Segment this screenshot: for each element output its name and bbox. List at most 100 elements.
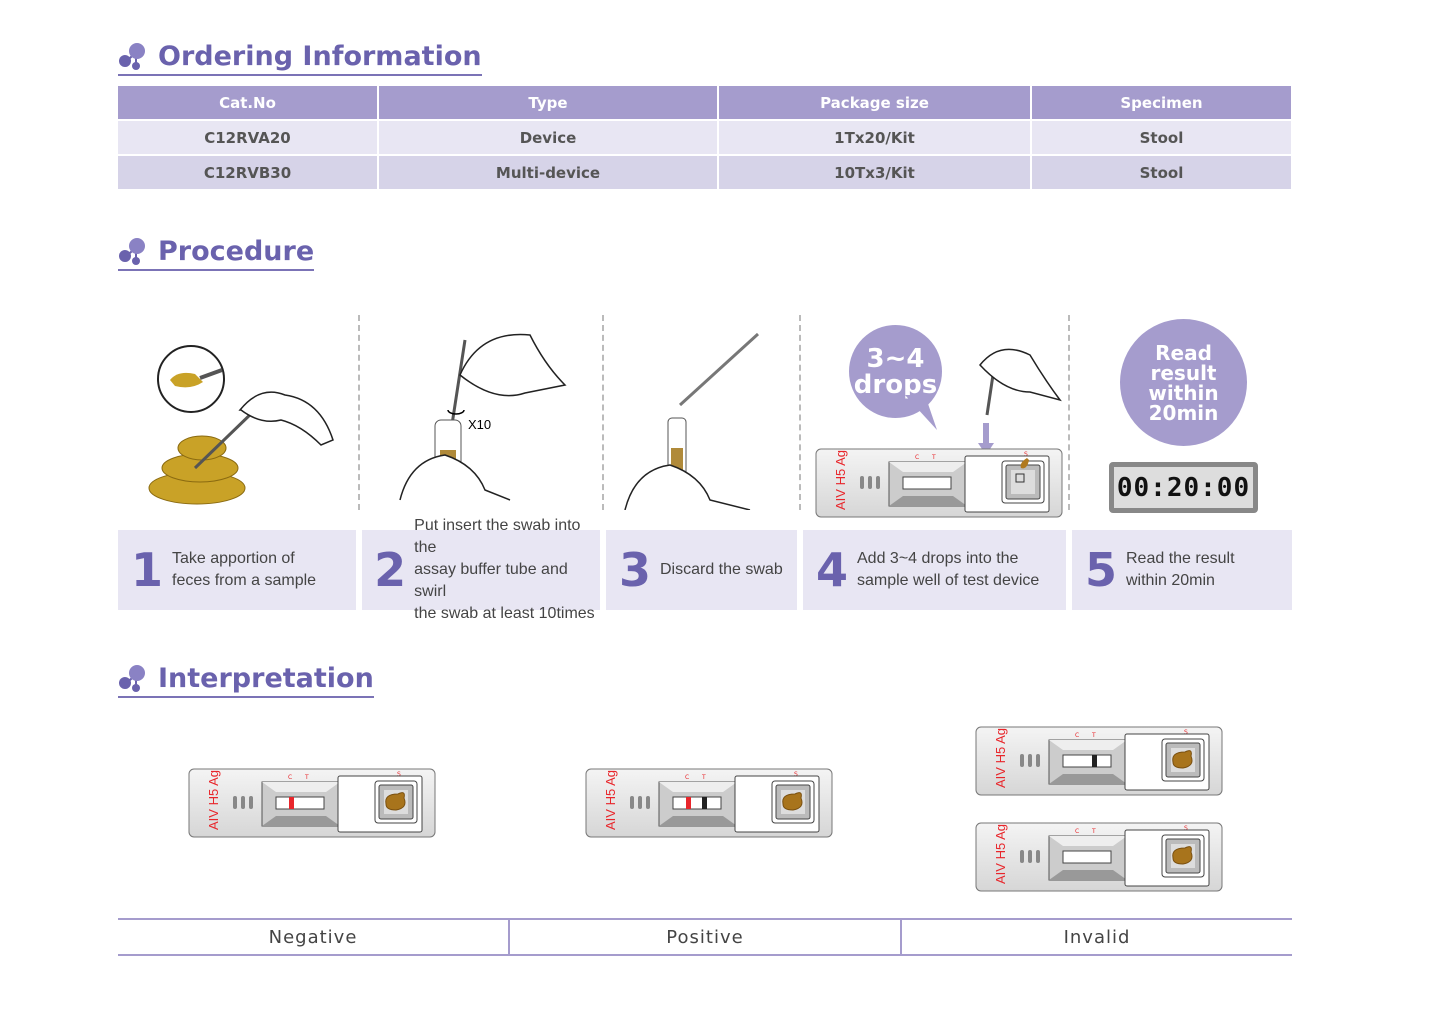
step-text-line: assay buffer tube and swirl <box>414 561 568 600</box>
molecule-icon <box>119 665 145 692</box>
cell-type: Device <box>379 121 717 154</box>
cell-package-size: 10Tx3/Kit <box>719 156 1030 189</box>
table-row: C12RVB30 Multi-device 10Tx3/Kit Stool <box>118 156 1292 189</box>
read-line-3: 20min <box>1148 400 1219 425</box>
step-text-line: within 20min <box>1126 572 1215 589</box>
step-text: Add 3~4 drops into the sample well of tes… <box>857 548 1039 592</box>
result-positive: Positive <box>508 920 900 954</box>
swirl-swab-illustration: X10 <box>399 333 567 501</box>
cell-type: Multi-device <box>379 156 717 189</box>
drops-bubble: 3~4 drops <box>849 325 942 418</box>
test-device-invalid-2: AIV H5 Ag C T S <box>975 822 1223 896</box>
device-label: AIV H5 Ag <box>993 728 1008 788</box>
step-divider <box>1068 315 1070 510</box>
cell-package-size: 1Tx20/Kit <box>719 121 1030 154</box>
device-label: AIV H5 Ag <box>603 770 618 830</box>
cell-specimen: Stool <box>1032 121 1291 154</box>
step-divider <box>799 315 801 510</box>
svg-text:C: C <box>1075 732 1079 739</box>
step-number: 1 <box>130 543 163 597</box>
svg-text:C: C <box>1075 828 1079 835</box>
section-title-text: Ordering Information <box>158 40 482 72</box>
svg-text:S: S <box>1024 451 1028 458</box>
test-device-procedure: AIV H5 Ag C T S <box>815 448 1063 522</box>
step-text-line: Read the result <box>1126 550 1235 567</box>
control-line <box>289 797 294 809</box>
step-text-line: Take apportion of <box>172 550 295 567</box>
sample-drop <box>385 792 406 811</box>
svg-text:S: S <box>1184 825 1188 832</box>
section-title-text: Procedure <box>158 235 315 267</box>
test-line <box>702 797 707 809</box>
discard-swab-illustration <box>624 332 760 510</box>
stool-sampling-illustration <box>148 345 334 505</box>
svg-text:T: T <box>931 454 936 461</box>
device-label: AIV H5 Ag <box>993 824 1008 884</box>
section-title-ordering: Ordering Information <box>118 40 482 76</box>
test-device-invalid-1: AIV H5 Ag C T S <box>975 726 1223 800</box>
cell-cat-no: C12RVB30 <box>118 156 377 189</box>
header-package-size: Package size <box>719 86 1030 119</box>
swirl-count-label: X10 <box>468 417 491 432</box>
svg-text:C: C <box>685 774 689 781</box>
sample-drop <box>782 792 803 811</box>
step-text: Take apportion of feces from a sample <box>172 548 316 592</box>
table-row: C12RVA20 Device 1Tx20/Kit Stool <box>118 121 1292 154</box>
step-number: 5 <box>1084 543 1117 597</box>
read-line-2: within <box>1148 380 1219 405</box>
step-1: 1 Take apportion of feces from a sample <box>118 530 356 610</box>
molecule-icon <box>119 43 145 70</box>
header-specimen: Specimen <box>1032 86 1291 119</box>
svg-text:T: T <box>1091 828 1096 835</box>
timer-text: 00:20:00 <box>1116 472 1251 503</box>
step-text-line: Discard the swab <box>660 561 783 578</box>
table-header-row: Cat.No Type Package size Specimen <box>118 86 1292 119</box>
cell-cat-no: C12RVA20 <box>118 121 377 154</box>
svg-text:S: S <box>794 771 798 778</box>
section-title-text: Interpretation <box>158 662 374 694</box>
step-text: Discard the swab <box>660 559 783 581</box>
sample-drop <box>1172 846 1193 865</box>
svg-text:T: T <box>1091 732 1096 739</box>
step-number: 2 <box>374 543 407 597</box>
svg-text:S: S <box>1184 729 1188 736</box>
header-type: Type <box>379 86 717 119</box>
step-4: 4 Add 3~4 drops into the sample well of te… <box>803 530 1066 610</box>
result-invalid: Invalid <box>900 920 1292 954</box>
device-label: AIV H5 Ag <box>833 450 848 510</box>
device-label: AIV H5 Ag <box>206 770 221 830</box>
read-result-bubble: Read result within 20min <box>1120 319 1247 446</box>
test-device-positive: AIV H5 Ag C T S <box>585 768 833 842</box>
svg-text:T: T <box>304 774 309 781</box>
section-title-procedure: Procedure <box>118 235 315 271</box>
step-text-line: sample well of test device <box>857 572 1040 589</box>
step-text-line: Add 3~4 drops into the <box>857 550 1019 567</box>
step-divider <box>602 315 604 510</box>
drops-word: drops <box>853 369 938 400</box>
sample-drop <box>1172 750 1193 769</box>
step-text-line: feces from a sample <box>172 572 317 589</box>
step-number: 4 <box>815 543 848 597</box>
header-cat-no: Cat.No <box>118 86 377 119</box>
control-line <box>686 797 691 809</box>
molecule-icon <box>119 238 145 265</box>
result-labels-row: Negative Positive Invalid <box>118 918 1292 956</box>
dropper-illustration <box>978 348 1062 455</box>
section-title-interpretation: Interpretation <box>118 662 374 698</box>
svg-text:C: C <box>915 454 919 461</box>
bubble-tail <box>905 395 937 430</box>
cell-specimen: Stool <box>1032 156 1291 189</box>
step-text: Read the result within 20min <box>1126 548 1235 592</box>
drops-count: 3~4 <box>866 343 925 374</box>
test-line <box>1092 755 1097 767</box>
svg-text:C: C <box>288 774 292 781</box>
read-line-1: Read result <box>1150 340 1217 385</box>
step-text: Put insert the swab into the assay buffer… <box>414 515 600 625</box>
step-text-line: the swab at least 10times <box>414 605 595 622</box>
result-negative: Negative <box>268 926 358 948</box>
svg-text:T: T <box>701 774 706 781</box>
step-divider <box>358 315 360 510</box>
step-text-line: Put insert the swab into the <box>414 517 581 556</box>
